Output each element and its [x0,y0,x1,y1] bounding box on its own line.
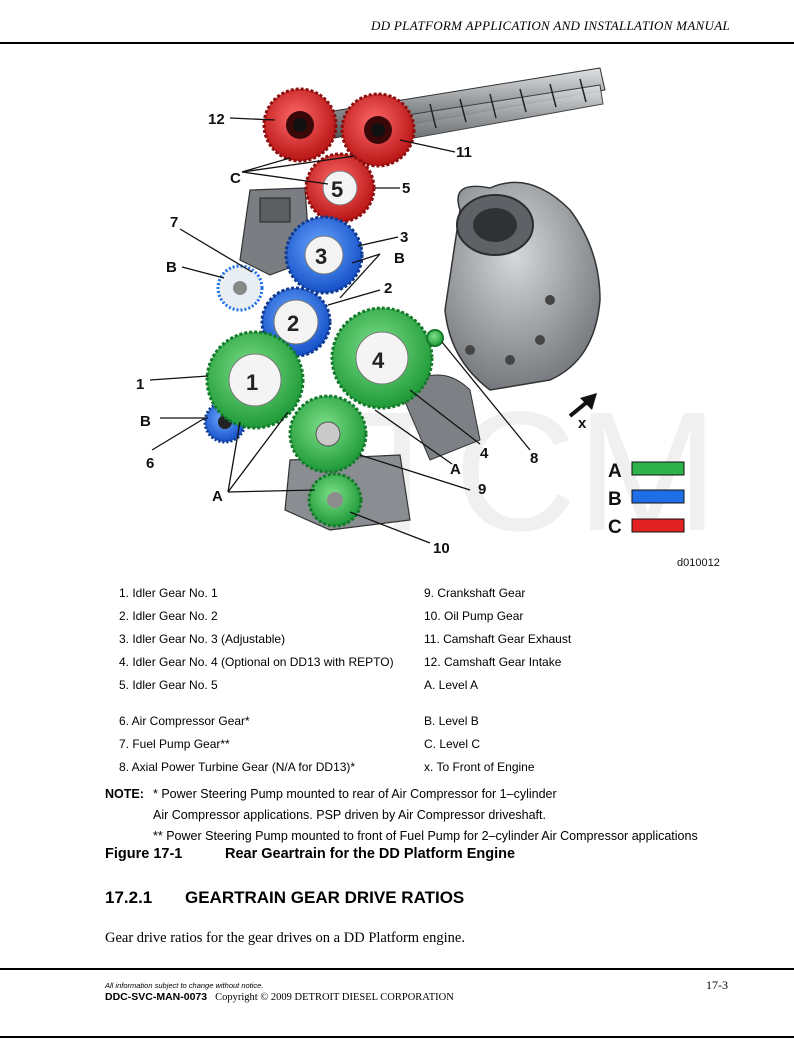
running-header-title: DD PLATFORM APPLICATION AND INSTALLATION… [371,18,730,33]
legend-item: x. To Front of Engine [424,760,535,774]
legend-item: C. Level C [424,737,481,751]
copyright: Copyright © 2009 DETROIT DIESEL CORPORAT… [215,992,454,1003]
gear-number-5: 5 [331,177,343,202]
body-paragraph: Gear drive ratios for the gear drives on… [105,930,465,946]
note-line-2: Air Compressor applications. PSP driven … [153,808,546,822]
callout-c: C [230,170,241,187]
leader-lines [149,117,531,544]
callout-b-compressor: B [140,413,151,430]
section-heading: 17.2.1 GEARTRAIN GEAR DRIVE RATIOS [105,888,464,908]
legend-item: 3. Idler Gear No. 3 (Adjustable) [119,632,286,646]
callout-b-upper: B [394,250,405,267]
callout-4: 4 [480,445,489,462]
callout-10: 10 [433,540,450,557]
callout-a-left: A [212,488,223,505]
callout-8: 8 [530,450,538,467]
front-direction-arrow [568,393,597,418]
fuel-pump-gear [216,264,264,312]
figure-number: Figure 17-1 [105,846,183,862]
camshaft-gear-exhaust [340,92,416,168]
idler-gear-3: 3 [284,215,364,295]
legend-item: 8. Axial Power Turbine Gear (N/A for DD1… [119,760,356,774]
callout-6: 6 [146,455,154,472]
callout-5: 5 [402,180,410,197]
geartrain-figure: TCM [100,60,740,580]
note-block: NOTE: * Power Steering Pump mounted to re… [105,784,698,847]
callout-12: 12 [208,111,225,128]
idler-gear-4: 4 [330,306,434,410]
legend-item: 5. Idler Gear No. 5 [119,678,218,692]
camshafts [289,67,606,149]
note-label: NOTE: [105,787,144,801]
legend-item: 11. Camshaft Gear Exhaust [424,632,572,646]
section-title: GEARTRAIN GEAR DRIVE RATIOS [185,888,465,907]
legend-item: 7. Fuel Pump Gear** [119,737,230,751]
legend-letter-a: A [608,461,622,482]
geartrain-illustration: TCM [136,67,720,569]
figure-id: d010012 [677,557,720,569]
legend-swatch-blue [631,489,685,504]
callout-1: 1 [136,376,144,393]
callout-7: 7 [170,214,178,231]
gear-number-1: 1 [246,370,258,395]
gear-number-4: 4 [372,348,385,373]
axial-power-turbine-gear [426,329,444,347]
legend-item: 6. Air Compressor Gear* [119,714,250,728]
note-line-3: ** Power Steering Pump mounted to front … [153,829,698,843]
idler-gear-1: 1 [205,330,305,430]
callout-b-fuel: B [166,259,177,276]
note-line-1: * Power Steering Pump mounted to rear of… [153,787,557,801]
callout-9: 9 [478,481,486,498]
legend-list-left: 1. Idler Gear No. 1 2. Idler Gear No. 2 … [119,586,394,783]
footer-notice: All information subject to change withou… [105,981,264,990]
figure-title: Rear Geartrain for the DD Platform Engin… [225,846,516,862]
callout-a-right: A [450,461,461,478]
legend-swatch-green [631,461,685,476]
legend-item: 9. Crankshaft Gear [424,586,526,600]
legend-item: A. Level A [424,678,479,692]
legend-letter-b: B [608,489,622,510]
doc-number: DDC-SVC-MAN-0073 [105,991,208,1003]
crankshaft-gear [288,394,368,474]
callout-x: x [578,415,587,432]
footer-rule [0,968,794,970]
callout-2: 2 [384,280,392,297]
legend-item: 4. Idler Gear No. 4 (Optional on DD13 wi… [119,655,394,669]
legend-item: 2. Idler Gear No. 2 [119,609,218,623]
idler-gear-5: 5 [304,152,376,224]
legend-item: 1. Idler Gear No. 1 [119,586,218,600]
legend-letter-c: C [608,517,622,538]
legend-swatch-red [631,518,685,533]
page-number: 17-3 [706,978,728,992]
callout-3: 3 [400,229,408,246]
gear-number-2: 2 [287,311,299,336]
bottom-rule [0,1036,794,1038]
oil-pump-gear [307,472,363,528]
legend-item: 10. Oil Pump Gear [424,609,524,623]
gear-number-3: 3 [315,244,327,269]
legend-item: 12. Camshaft Gear Intake [424,655,562,669]
header-rule [0,42,794,44]
legend-list-right: 9. Crankshaft Gear 10. Oil Pump Gear 11.… [424,586,571,783]
footer-doc-line: DDC-SVC-MAN-0073 Copyright © 2009 DETROIT… [105,991,454,1003]
figure-caption: Figure 17-1 Rear Geartrain for the DD Pla… [105,846,515,862]
turbine-housing [444,181,601,391]
legend-item: B. Level B [424,714,479,728]
camshaft-gear-intake [262,87,338,163]
section-number: 17.2.1 [105,888,153,907]
callout-11: 11 [456,144,472,161]
color-legend: A B C [608,461,685,538]
